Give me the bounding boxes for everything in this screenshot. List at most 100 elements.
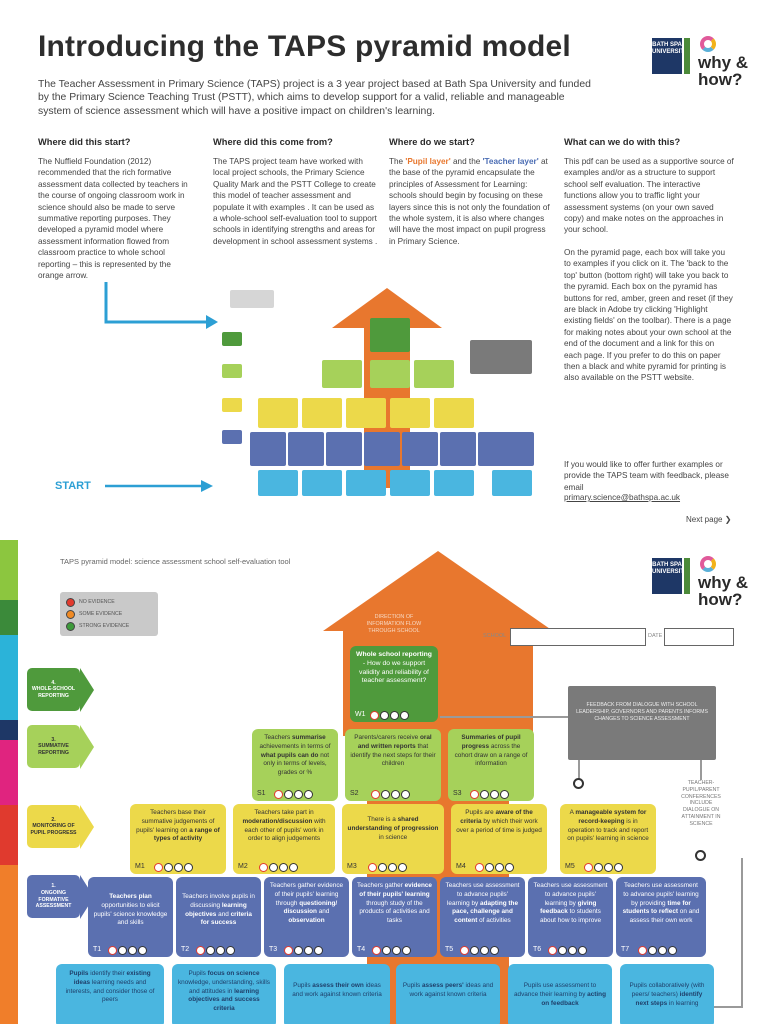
strip-pink xyxy=(0,740,18,805)
t3-traffic-lights[interactable] xyxy=(284,946,323,955)
box-t1[interactable]: Teachers plan opportunities to elicit pu… xyxy=(88,877,173,957)
mini-s3 xyxy=(414,360,454,388)
t1-post: opportunities to elicit pupils' science … xyxy=(93,901,168,927)
strip-red xyxy=(0,805,18,865)
box-t4[interactable]: Teachers gather evidence of their pupils… xyxy=(352,877,437,957)
box-p2[interactable]: Pupils focus on science knowledge, under… xyxy=(172,964,276,1024)
intro-paragraph: The Teacher Assessment in Primary Scienc… xyxy=(38,79,591,117)
m2-pre: Teachers take part in xyxy=(254,809,314,816)
m5-post: is in operation to track and report on p… xyxy=(567,817,649,843)
t2-traffic-lights[interactable] xyxy=(196,946,235,955)
box-p1[interactable]: Pupils identify their existing ideas lea… xyxy=(56,964,164,1024)
mini-p2 xyxy=(302,470,342,496)
p1-post: learning needs and interests, and consid… xyxy=(65,978,155,1004)
teacher-layer-highlight: 'Teacher layer' xyxy=(482,157,539,166)
box-t5[interactable]: Teachers use assessment to advance pupil… xyxy=(440,877,525,957)
t4-code: T4 xyxy=(357,946,366,954)
p5-pre: Pupils use assessment to advance their l… xyxy=(513,982,597,998)
p2-post: knowledge, understanding, skills and att… xyxy=(177,978,270,995)
box-s2[interactable]: Parents/carers receive oral and written … xyxy=(345,729,441,801)
m2-bold: moderation/discussion xyxy=(242,817,313,825)
s2-traffic-lights[interactable] xyxy=(371,790,410,799)
t7-traffic-lights[interactable] xyxy=(638,946,677,955)
box-m2[interactable]: Teachers take part in moderation/discuss… xyxy=(233,804,335,874)
evidence-legend: NO EVIDENCE SOME EVIDENCE STRONG EVIDENC… xyxy=(60,592,158,636)
level-1-label: 3.1.ONGOING FORMATIVE ASSESSMENT xyxy=(27,875,80,918)
w1-traffic-lights[interactable] xyxy=(370,711,409,720)
box-s1[interactable]: Teachers summarise achievements in terms… xyxy=(252,729,338,801)
conferences-note: TEACHER-PUPIL/PARENT CONFERENCES INCLUDE… xyxy=(681,780,721,827)
s1-bold: summarise xyxy=(291,734,326,741)
t5-bold: adapting the pace, challenge and content xyxy=(452,899,519,925)
p4-post: ideas and work against known criteria xyxy=(409,982,494,998)
why-how-logo: why & how? xyxy=(698,36,756,89)
mini-p3 xyxy=(346,470,386,496)
m4-post: by which their work over a period of tim… xyxy=(456,817,542,834)
t4-traffic-lights[interactable] xyxy=(372,946,411,955)
col2-heading: Where did this come from? xyxy=(213,137,333,147)
feedback-box: FEEDBACK FROM DIALOGUE WITH SCHOOL LEADE… xyxy=(568,686,716,760)
t5-traffic-lights[interactable] xyxy=(460,946,499,955)
strip-green-dark xyxy=(0,600,18,635)
m5-traffic-lights[interactable] xyxy=(584,863,623,872)
m1-traffic-lights[interactable] xyxy=(154,863,193,872)
feedback-email-link[interactable]: primary.science@bathspa.ac.uk xyxy=(564,493,681,502)
box-t2[interactable]: Teachers involve pupils in discussing le… xyxy=(176,877,261,957)
why-how-text: why & how? xyxy=(698,53,749,89)
bottom-connector-line xyxy=(714,1006,743,1008)
t1-traffic-lights[interactable] xyxy=(108,946,147,955)
t2-bold: learning objectives xyxy=(185,901,247,918)
box-p5[interactable]: Pupils use assessment to advance their l… xyxy=(508,964,612,1024)
legend-row-no: NO EVIDENCE xyxy=(60,596,158,608)
level-4-num: 4. xyxy=(51,679,56,686)
p6-pre: Pupils collaboratively (with peers/ teac… xyxy=(629,982,705,998)
t6-traffic-lights[interactable] xyxy=(548,946,587,955)
p1-bold: Pupils xyxy=(69,970,89,977)
t3-bold2: observation xyxy=(288,917,325,925)
s1-traffic-lights[interactable] xyxy=(274,790,313,799)
mini-t1 xyxy=(250,432,286,466)
box-w1[interactable]: Whole school reporting - How do we suppo… xyxy=(350,646,438,722)
box-s3[interactable]: Summaries of pupil progress across the c… xyxy=(448,729,534,801)
box-t3[interactable]: Teachers gather evidence of their pupils… xyxy=(264,877,349,957)
s1-pre: Teachers xyxy=(264,734,292,741)
p2-bold3: learning objectives and success criteria xyxy=(188,987,260,1013)
level-2-num: 2. xyxy=(51,816,56,823)
m3-bold: shared understanding of progression xyxy=(347,816,439,832)
legend-row-some: SOME EVIDENCE xyxy=(60,608,158,620)
box-m5[interactable]: A manageable system for record-keeping i… xyxy=(560,804,656,874)
s3-traffic-lights[interactable] xyxy=(470,790,509,799)
col4-body-2: On the pyramid page, each box will take … xyxy=(564,248,733,383)
box-t6[interactable]: Teachers use assessment to advance pupil… xyxy=(528,877,613,957)
school-input[interactable] xyxy=(510,628,646,646)
box-p3[interactable]: Pupils assess their own ideas and work a… xyxy=(284,964,390,1024)
box-t7[interactable]: Teachers use assessment to advance pupil… xyxy=(616,877,706,957)
mini-t7 xyxy=(478,432,534,466)
m4-traffic-lights[interactable] xyxy=(475,863,514,872)
mini-m2 xyxy=(302,398,342,428)
next-page-link[interactable]: Next page ❯ xyxy=(686,515,732,524)
m3-traffic-lights[interactable] xyxy=(368,863,407,872)
m3-pre: There is a xyxy=(367,816,398,823)
mini-p1 xyxy=(258,470,298,496)
feedback-down-line xyxy=(578,760,580,780)
t4-pre: Teachers gather xyxy=(357,882,405,889)
m5-bold: manageable system for record-keeping xyxy=(575,809,647,825)
p6-post: in learning xyxy=(667,999,699,1007)
m2-traffic-lights[interactable] xyxy=(259,863,298,872)
s3-post: across the cohort draw on a range of inf… xyxy=(454,742,528,768)
t3-pre: Teachers gather evidence of their pupils… xyxy=(269,882,344,907)
t4-bold: evidence of their pupils' learning xyxy=(359,882,432,898)
box-p6[interactable]: Pupils collaboratively (with peers/ teac… xyxy=(620,964,714,1024)
s3-code: S3 xyxy=(453,790,462,798)
s2-post: that identify the next steps for their c… xyxy=(350,742,436,768)
t6-bold: giving feedback xyxy=(540,899,597,916)
date-input[interactable] xyxy=(664,628,734,646)
box-m1[interactable]: Teachers base their summative judgements… xyxy=(130,804,226,874)
box-p4[interactable]: Pupils assess peers' ideas and work agai… xyxy=(396,964,500,1024)
mini-pyramid-thumbnail[interactable] xyxy=(222,288,552,498)
t2-bold2: criteria for success xyxy=(200,910,252,927)
box-m4[interactable]: Pupils are aware of the criteria by whic… xyxy=(451,804,547,874)
m4-bold: aware of the criteria xyxy=(460,809,533,825)
box-m3[interactable]: There is a shared understanding of progr… xyxy=(342,804,444,874)
